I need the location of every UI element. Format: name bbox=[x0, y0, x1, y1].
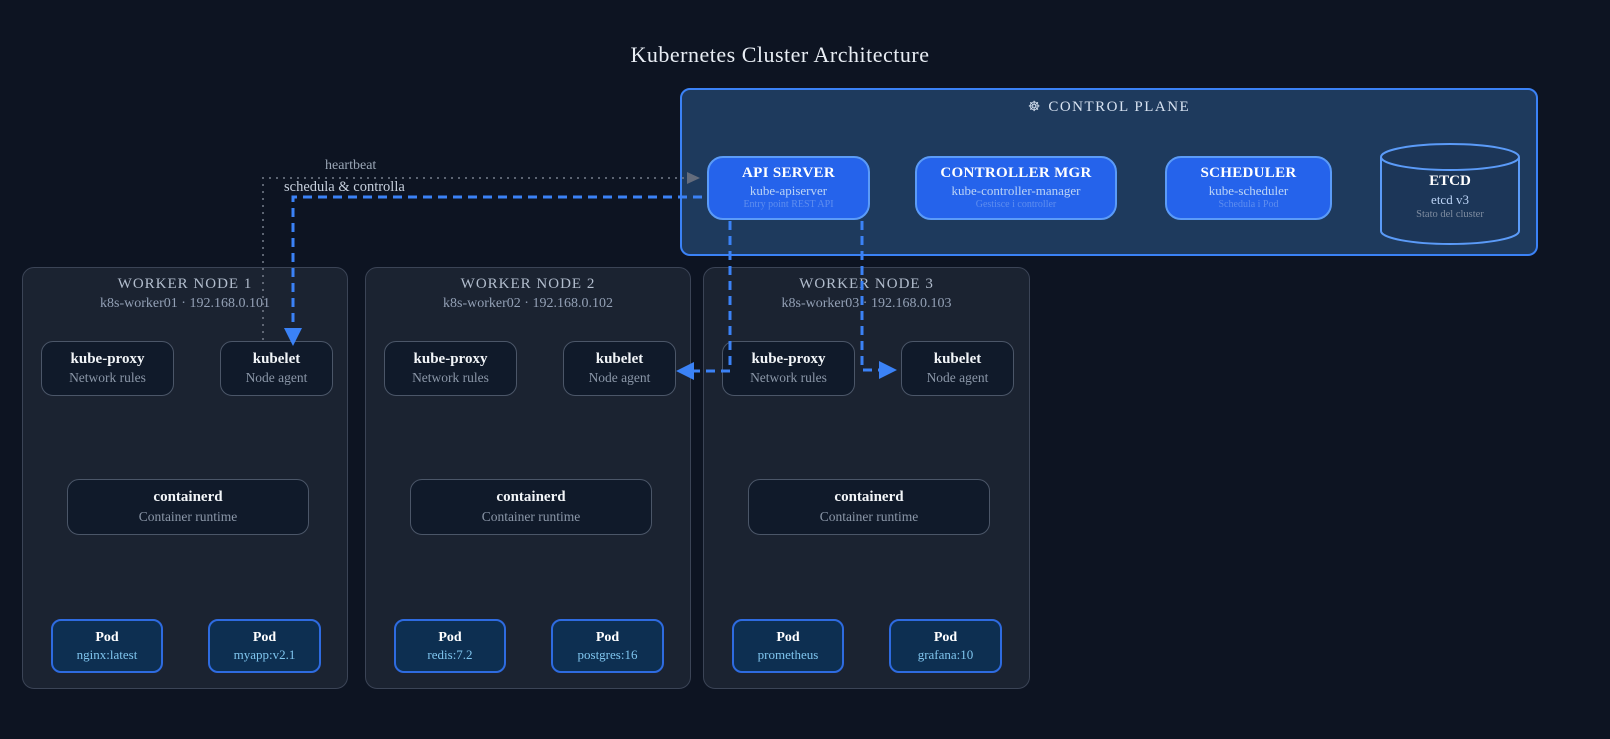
api-server-title: API SERVER bbox=[742, 165, 835, 182]
kube-proxy-subtitle: Network rules bbox=[412, 370, 489, 386]
control-plane-label: CONTROL PLANE bbox=[1048, 99, 1191, 115]
control-flow-label: schedula & controlla bbox=[284, 179, 405, 195]
controller-manager-node: CONTROLLER MGR kube-controller-manager G… bbox=[915, 156, 1117, 220]
kube-proxy-node: kube-proxy Network rules bbox=[722, 341, 855, 396]
etcd-caption: Stato del cluster bbox=[1416, 209, 1484, 221]
pod-title: Pod bbox=[252, 630, 277, 646]
kubelet-node: kubelet Node agent bbox=[563, 341, 676, 396]
pod-node: Pod redis:7.2 bbox=[394, 619, 506, 673]
kube-proxy-subtitle: Network rules bbox=[750, 370, 827, 386]
worker-node-2-title: WORKER NODE 2 bbox=[460, 276, 596, 292]
containerd-title: containerd bbox=[834, 489, 904, 506]
containerd-node: containerd Container runtime bbox=[748, 479, 990, 535]
kubelet-title: kubelet bbox=[252, 350, 301, 367]
worker-node-1: WORKER NODE 1 k8s-worker01 · 192.168.0.1… bbox=[22, 267, 348, 689]
pod-subtitle: nginx:latest bbox=[76, 646, 138, 662]
control-plane-panel: ☸ CONTROL PLANE API SERVER kube-apiserver… bbox=[680, 88, 1538, 256]
pod-node: Pod myapp:v2.1 bbox=[208, 619, 321, 673]
kubelet-subtitle: Node agent bbox=[245, 370, 308, 386]
pod-node: Pod postgres:16 bbox=[551, 619, 664, 673]
pod-title: Pod bbox=[438, 630, 462, 646]
containerd-node: containerd Container runtime bbox=[410, 479, 652, 535]
pod-node: Pod nginx:latest bbox=[51, 619, 163, 673]
kubelet-title: kubelet bbox=[933, 350, 982, 367]
pod-subtitle: grafana:10 bbox=[917, 646, 974, 662]
etcd-subtitle: etcd v3 bbox=[1431, 191, 1469, 207]
etcd-node: ETCD etcd v3 Stato del cluster bbox=[1379, 142, 1521, 246]
controller-manager-title: CONTROLLER MGR bbox=[940, 165, 1092, 182]
kubernetes-helm-icon: ☸ bbox=[1027, 100, 1041, 115]
kube-proxy-title: kube-proxy bbox=[413, 350, 488, 367]
worker-node-2-host: k8s-worker02 · 192.168.0.102 bbox=[443, 296, 613, 311]
kube-proxy-title: kube-proxy bbox=[70, 350, 145, 367]
controller-manager-caption: Gestisce i controller bbox=[975, 199, 1057, 211]
containerd-subtitle: Container runtime bbox=[819, 508, 919, 524]
pod-title: Pod bbox=[933, 630, 958, 646]
kube-proxy-node: kube-proxy Network rules bbox=[384, 341, 517, 396]
kube-proxy-title: kube-proxy bbox=[751, 350, 826, 367]
kube-proxy-subtitle: Network rules bbox=[69, 370, 146, 386]
heartbeat-label: heartbeat bbox=[325, 158, 377, 173]
etcd-title: ETCD bbox=[1429, 173, 1471, 189]
controller-manager-subtitle: kube-controller-manager bbox=[951, 183, 1081, 198]
scheduler-subtitle: kube-scheduler bbox=[1208, 183, 1289, 198]
kubelet-title: kubelet bbox=[595, 350, 644, 367]
pod-title: Pod bbox=[95, 630, 119, 646]
kube-proxy-node: kube-proxy Network rules bbox=[41, 341, 174, 396]
worker-node-3: WORKER NODE 3 k8s-worker03 · 192.168.0.1… bbox=[703, 267, 1030, 689]
containerd-node: containerd Container runtime bbox=[67, 479, 309, 535]
control-plane-header: ☸ CONTROL PLANE bbox=[682, 99, 1536, 116]
scheduler-title: SCHEDULER bbox=[1200, 165, 1297, 182]
pod-subtitle: redis:7.2 bbox=[427, 646, 473, 662]
worker-node-2: WORKER NODE 2 k8s-worker02 · 192.168.0.1… bbox=[365, 267, 691, 689]
pod-title: Pod bbox=[776, 630, 800, 646]
worker-node-3-host: k8s-worker03 · 192.168.0.103 bbox=[781, 296, 952, 311]
containerd-subtitle: Container runtime bbox=[481, 508, 581, 524]
database-cylinder-icon bbox=[1380, 143, 1520, 245]
diagram-title: Kubernetes Cluster Architecture bbox=[630, 42, 930, 67]
kubelet-subtitle: Node agent bbox=[588, 370, 651, 386]
worker-node-3-title: WORKER NODE 3 bbox=[799, 276, 934, 292]
api-server-caption: Entry point REST API bbox=[743, 199, 834, 211]
kubelet-node: kubelet Node agent bbox=[220, 341, 333, 396]
scheduler-caption: Schedula i Pod bbox=[1218, 199, 1279, 211]
pod-subtitle: myapp:v2.1 bbox=[233, 646, 296, 662]
pod-node: Pod grafana:10 bbox=[889, 619, 1002, 673]
containerd-subtitle: Container runtime bbox=[138, 508, 238, 524]
kubelet-subtitle: Node agent bbox=[926, 370, 989, 386]
scheduler-node: SCHEDULER kube-scheduler Schedula i Pod bbox=[1165, 156, 1332, 220]
worker-node-1-title: WORKER NODE 1 bbox=[117, 276, 253, 292]
containerd-title: containerd bbox=[496, 489, 566, 506]
pod-node: Pod prometheus bbox=[732, 619, 844, 673]
api-server-node: API SERVER kube-apiserver Entry point RE… bbox=[707, 156, 870, 220]
pod-subtitle: postgres:16 bbox=[577, 646, 638, 662]
kubelet-node: kubelet Node agent bbox=[901, 341, 1014, 396]
api-server-subtitle: kube-apiserver bbox=[749, 183, 828, 198]
pod-subtitle: prometheus bbox=[757, 646, 819, 662]
worker-node-1-host: k8s-worker01 · 192.168.0.101 bbox=[100, 296, 270, 311]
containerd-title: containerd bbox=[153, 489, 223, 506]
pod-title: Pod bbox=[595, 630, 620, 646]
